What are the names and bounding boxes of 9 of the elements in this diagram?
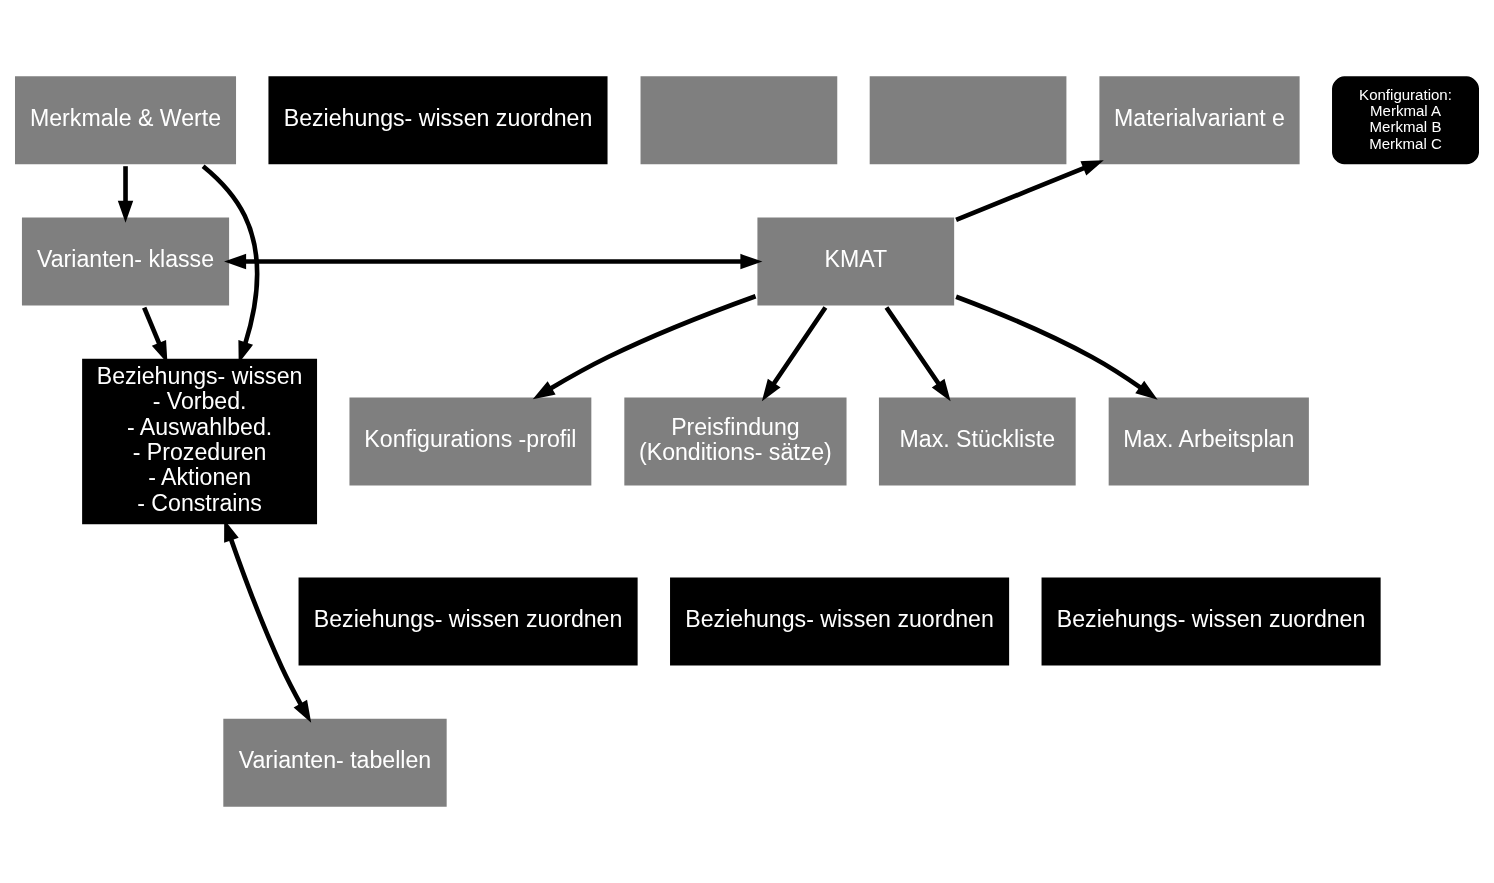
node-box: Konfigurations -profil bbox=[346, 394, 595, 489]
arrow bbox=[955, 160, 1104, 222]
arrow bbox=[224, 253, 763, 270]
arrow bbox=[884, 306, 951, 402]
arrow bbox=[117, 166, 134, 223]
node-box: Varianten- klasse bbox=[18, 214, 233, 309]
arrow bbox=[532, 294, 757, 400]
arrow bbox=[955, 294, 1158, 400]
arrow bbox=[761, 306, 828, 402]
